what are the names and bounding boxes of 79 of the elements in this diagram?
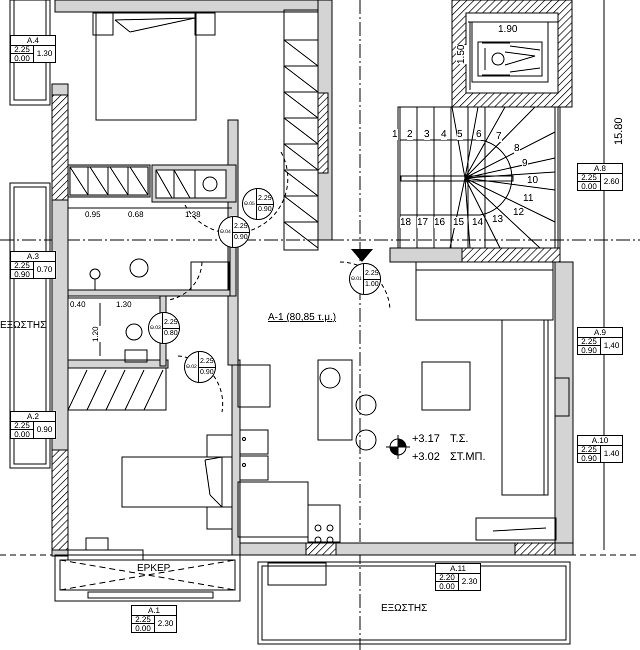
window-code: Α.2 [11, 412, 55, 422]
room-label: Α-1 (80,85 τ.μ.) [268, 312, 336, 323]
room-label: ΕΡΚΕΡ [137, 563, 170, 574]
step-number: 7 [496, 131, 502, 142]
step-number: 8 [514, 143, 520, 154]
step-number: 4 [441, 129, 447, 140]
door-tag [242, 188, 274, 220]
window-tag [577, 163, 623, 191]
dimension-text: 1.20 [90, 326, 101, 342]
sill-height: 0.00 [436, 582, 459, 590]
window-code: Α.9 [578, 328, 622, 338]
dimension-text: 0.95 [85, 209, 101, 220]
step-number: 1 [392, 129, 398, 140]
level-abbreviation: Τ.Σ. [450, 434, 468, 445]
step-number: 2 [407, 129, 413, 140]
window-tag [10, 251, 56, 279]
sill-height: 0.00 [132, 624, 155, 632]
door-tag [218, 216, 250, 248]
head-height: 2.25 [11, 261, 34, 270]
window-tag [10, 35, 56, 63]
head-height: 2.25 [132, 615, 155, 624]
step-number: 6 [476, 129, 482, 140]
sill-height: 0.00 [11, 430, 34, 438]
head-height: 2.25 [578, 337, 601, 346]
window-tag [435, 563, 481, 591]
head-height: 2.25 [11, 45, 34, 54]
head-height: 2.20 [436, 573, 459, 582]
step-number: 15 [453, 217, 464, 228]
step-number: 17 [417, 217, 428, 228]
step-number: 11 [523, 193, 534, 204]
sill-height: 0.00 [11, 54, 34, 62]
window-code: Α.1 [132, 606, 176, 616]
window-width: 1.40 [602, 449, 620, 458]
dimension-text: 0.68 [128, 209, 144, 220]
dimension-text: 15.80 [614, 117, 625, 145]
step-number: 18 [400, 217, 412, 228]
window-code: Α.8 [578, 164, 622, 174]
level-value: +3.17 [412, 434, 440, 445]
step-number: 16 [434, 217, 446, 228]
window-tag [10, 411, 56, 439]
sill-height: 0.90 [11, 270, 34, 278]
step-number: 3 [424, 129, 430, 140]
window-code: Α.4 [11, 36, 55, 46]
window-code: Α.11 [436, 564, 480, 574]
window-code: Α.3 [11, 252, 55, 262]
sill-height: 0.00 [578, 182, 601, 190]
window-width: 2.30 [460, 577, 478, 586]
level-abbreviation: ΣΤ.ΜΠ. [450, 452, 486, 463]
sill-height: 0.90 [578, 454, 601, 462]
window-width: 0.90 [36, 425, 54, 434]
dimension-text: 0.40 [70, 299, 86, 310]
head-height: 2.25 [578, 445, 601, 454]
window-width: 1.30 [36, 49, 54, 58]
window-code: Α.10 [578, 436, 622, 446]
door-tag [184, 351, 216, 383]
window-width: 1,40 [602, 341, 620, 350]
step-number: 13 [492, 214, 504, 225]
dimension-text: 1.30 [116, 299, 132, 310]
door-tag [349, 263, 381, 295]
step-number: 5 [457, 129, 463, 140]
dimension-text: 1.50 [456, 44, 467, 64]
window-width: 2.30 [156, 619, 174, 628]
step-number: 9 [522, 158, 528, 169]
window-tag [131, 605, 177, 633]
window-width: 0.70 [36, 265, 54, 274]
sill-height: 0.90 [578, 346, 601, 354]
room-label: ΕΞΩΣΤΗΣ [381, 603, 428, 614]
head-height: 2.25 [11, 421, 34, 430]
window-tag [577, 327, 623, 355]
step-number: 10 [527, 175, 538, 186]
step-number: 12 [513, 207, 524, 218]
head-height: 2.25 [578, 173, 601, 182]
dimension-text: 1.38 [185, 209, 201, 220]
step-number: 14 [472, 217, 484, 228]
level-value: +3.02 [412, 452, 440, 463]
dimension-text: 1.90 [498, 24, 518, 35]
window-width: 2.60 [602, 177, 620, 186]
window-tag [577, 435, 623, 463]
door-tag [148, 312, 180, 344]
